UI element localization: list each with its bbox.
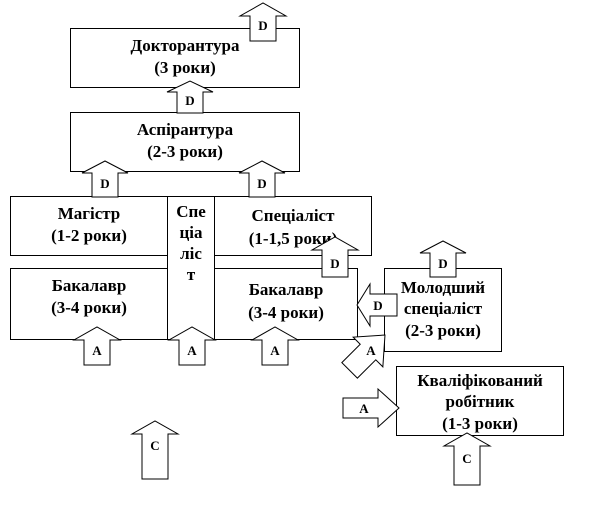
qualified-worker-duration: (1-3 роки) [442,414,518,433]
junior-specialist-line1: Молодший [400,278,486,297]
arrow-up-icon: D [81,160,129,198]
specialist-vertical-line-1: Спе [176,202,206,221]
master-duration: (1-2 роки) [51,226,127,245]
arrow-left-icon: D [356,282,398,328]
arrow-up-icon: D [238,160,286,198]
arrow-label: A [187,343,197,358]
arrow-label: D [438,256,447,271]
arrow-label: D [185,93,194,108]
specialist-vertical-line-3: ліс [180,244,202,263]
specialist-duration: (1-1,5 роки) [248,229,338,248]
arrow-label: D [258,18,267,33]
specialist-vertical-line-2: ціа [179,223,203,242]
doctorate-name: Докторантура [130,36,240,55]
junior-specialist-box: Молодший спеціаліст (2-3 роки) [384,268,502,352]
junior-specialist-duration: (2-3 роки) [405,321,481,340]
postgraduate-duration: (2-3 роки) [147,142,223,161]
arrow-up-icon: C [442,432,492,486]
arrow-up-icon: A [72,326,122,366]
bachelor-right-box: Бакалавр (3-4 роки) [214,268,358,340]
qualified-worker-line1: Кваліфікований [417,371,543,390]
bachelor-right-name: Бакалавр [248,280,324,299]
specialist-vertical-line-4: т [186,265,196,284]
arrow-label: D [100,176,109,191]
master-box: Магістр (1-2 роки) [10,196,168,256]
arrow-label: A [92,343,102,358]
arrow-up-icon: C [130,420,180,480]
arrow-label: D [373,298,382,313]
arrow-label: A [366,343,376,358]
arrow-up-icon: D [419,240,467,278]
bachelor-right-duration: (3-4 роки) [248,303,324,322]
arrow-label: C [150,438,159,453]
arrow-label: C [462,451,471,466]
master-name: Магістр [57,204,121,223]
specialist-vertical-box: Спе ціа ліс т [167,196,215,340]
junior-specialist-line2: спеціаліст [403,299,483,318]
arrow-up-icon: D [238,2,288,42]
bachelor-left-box: Бакалавр (3-4 роки) [10,268,168,340]
arrow-up-icon: D [310,236,360,278]
arrow-diagonal-icon: A [341,334,386,379]
qualified-worker-box: Кваліфікований робітник (1-3 роки) [396,366,564,436]
postgraduate-box: Аспірантура (2-3 роки) [70,112,300,172]
bachelor-left-name: Бакалавр [51,276,127,295]
bachelor-left-duration: (3-4 роки) [51,298,127,317]
arrow-right-icon: A [342,387,400,429]
arrow-label: A [270,343,280,358]
arrow-label: D [257,176,266,191]
arrow-up-icon: A [250,326,300,366]
specialist-name: Спеціаліст [251,206,335,225]
postgraduate-name: Аспірантура [136,120,234,139]
arrow-label: D [330,256,339,271]
qualified-worker-line2: робітник [445,392,515,411]
arrow-label: A [359,401,369,416]
doctorate-duration: (3 роки) [154,58,216,77]
arrow-up-icon: D [166,80,214,114]
arrow-up-icon: A [167,326,217,366]
